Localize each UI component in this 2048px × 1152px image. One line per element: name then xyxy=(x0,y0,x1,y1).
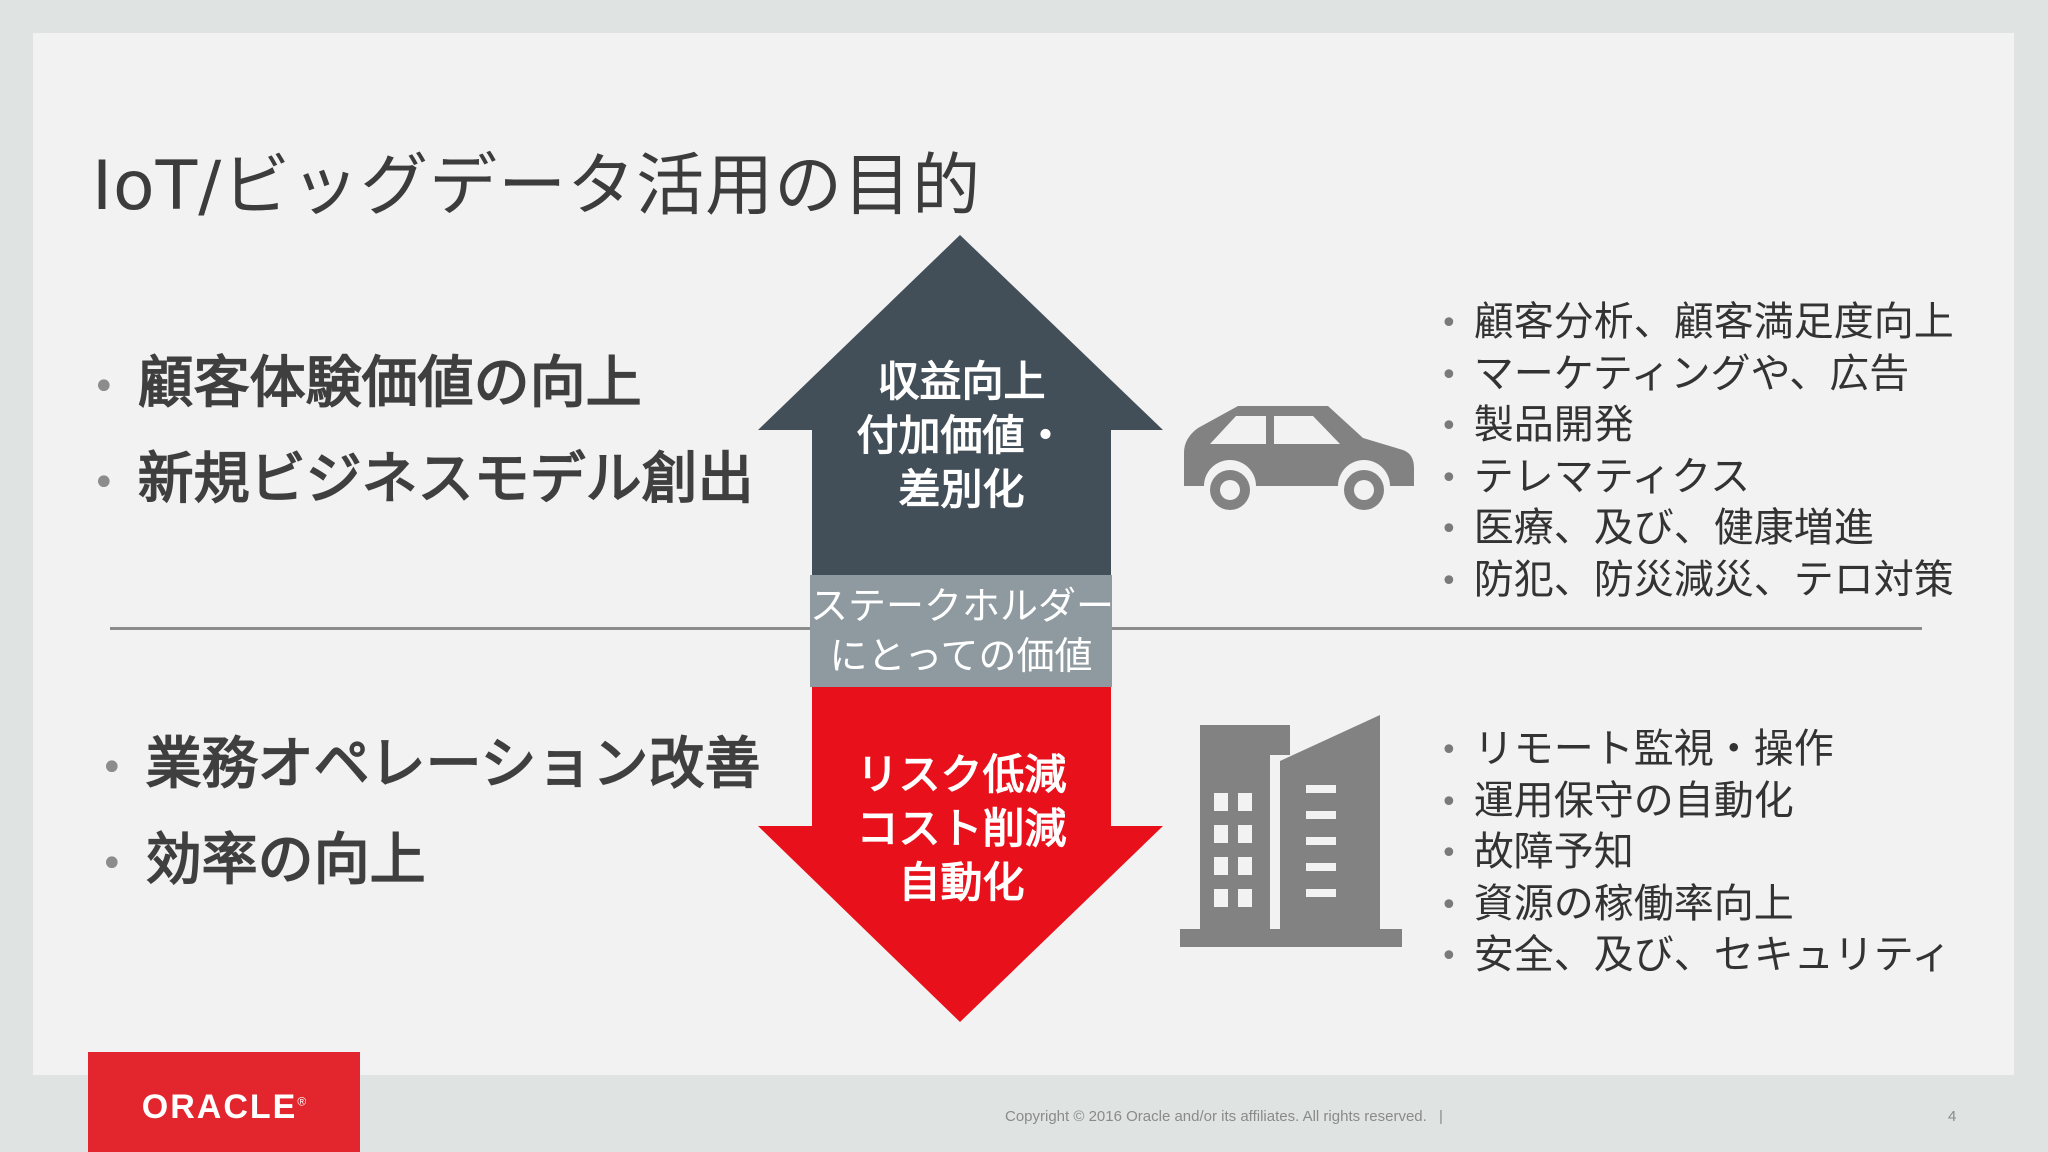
list-item: •安全、及び、セキュリティ xyxy=(1440,932,1952,978)
list-item: •顧客体験価値の向上 xyxy=(92,351,642,416)
footer-separator: | xyxy=(1438,1108,1443,1125)
bullet-dot: • xyxy=(1440,306,1458,342)
bullet-dot: • xyxy=(1440,460,1458,496)
bullet-dot: • xyxy=(92,363,116,410)
car-icon xyxy=(1184,406,1414,510)
bullet-dot: • xyxy=(1440,563,1458,599)
stakeholder-value-box: ステークホルダー にとっての価値 xyxy=(810,575,1114,687)
bullet-dot: • xyxy=(100,840,124,887)
up-arrow xyxy=(758,235,1163,575)
list-item: •運用保守の自動化 xyxy=(1440,777,1794,824)
upper-left-list: •顧客体験価値の向上 •新規ビジネスモデル創出 xyxy=(92,336,754,528)
up-arrow-label: 収益向上 付加価値・ 差別化 xyxy=(856,357,1067,514)
list-item: •業務オペレーション改善 xyxy=(100,732,761,797)
oracle-logo-box: ORACLE® xyxy=(88,1052,360,1152)
list-item: •効率の向上 xyxy=(100,828,426,893)
list-item: •リモート監視・操作 xyxy=(1440,726,1834,772)
slide-title: IoT/ビッグデータ活用の目的 xyxy=(92,147,982,226)
bullet-dot: • xyxy=(1440,836,1458,872)
list-item: •防犯、防災減災、テロ対策 xyxy=(1440,556,1954,603)
oracle-logo: ORACLE® xyxy=(141,1088,307,1126)
list-item: •顧客分析、顧客満足度向上 xyxy=(1440,299,1954,345)
lower-right-list: •リモート監視・操作 •運用保守の自動化 •故障予知 •資源の稼働率向上 •安全… xyxy=(1440,724,1951,982)
bullet-dot: • xyxy=(1440,939,1458,975)
bullet-dot: • xyxy=(1440,784,1458,820)
bullet-dot: • xyxy=(1440,733,1458,769)
list-item: •故障予知 xyxy=(1440,829,1634,875)
list-item: •マーケティングや、広告 xyxy=(1440,350,1910,397)
list-item: •新規ビジネスモデル創出 xyxy=(92,447,754,512)
bullet-dot: • xyxy=(92,459,116,506)
down-arrow-label: リスク低減 コスト削減 自動化 xyxy=(856,750,1067,907)
registered-mark: ® xyxy=(297,1094,307,1109)
list-item: •テレマティクス xyxy=(1440,453,1751,500)
lower-left-list: •業務オペレーション改善 •効率の向上 xyxy=(100,717,760,909)
list-item: •資源の稼働率向上 xyxy=(1440,880,1794,927)
list-item: •製品開発 xyxy=(1440,402,1634,448)
upper-right-list: •顧客分析、顧客満足度向上 •マーケティングや、広告 •製品開発 •テレマティク… xyxy=(1440,297,1954,606)
bullet-dot: • xyxy=(1440,887,1458,923)
building-icon xyxy=(1180,715,1402,947)
page-number: 4 xyxy=(1948,1108,1957,1125)
bullet-dot: • xyxy=(1440,357,1458,393)
copyright-text: Copyright © 2016 Oracle and/or its affil… xyxy=(1005,1108,1443,1125)
down-arrow xyxy=(758,687,1163,1022)
bullet-dot: • xyxy=(1440,409,1458,445)
bullet-dot: • xyxy=(100,744,124,791)
list-item: •医療、及び、健康増進 xyxy=(1440,505,1874,551)
bullet-dot: • xyxy=(1440,512,1458,548)
